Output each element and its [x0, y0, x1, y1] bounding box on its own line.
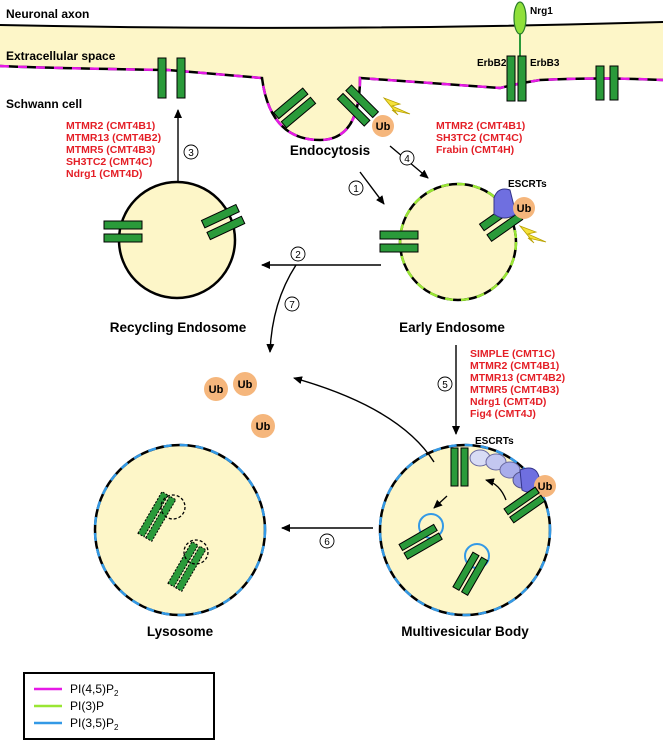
svg-text:MTMR5 (CMT4B3): MTMR5 (CMT4B3)	[66, 144, 155, 156]
degraded-receptor-1	[137, 491, 177, 542]
receptor-dimer-top-left	[157, 57, 186, 99]
svg-text:Ndrg1 (CMT4D): Ndrg1 (CMT4D)	[470, 396, 546, 408]
svg-text:Ndrg1 (CMT4D): Ndrg1 (CMT4D)	[66, 168, 142, 180]
arrow-invagination	[433, 495, 448, 509]
erbb3-label: ErbB3	[530, 58, 560, 69]
multivesicular-body-label: Multivesicular Body	[401, 624, 529, 639]
step-2-label: 2	[295, 250, 301, 261]
ilv-receptor-2	[452, 551, 489, 597]
step-3-marker	[183, 144, 199, 160]
free-ubiquitin-2	[233, 372, 257, 396]
legend-label-pi45p2: PI(4,5)P2	[70, 682, 119, 698]
lightning-icon	[382, 97, 411, 116]
free-ubiquitin-1	[204, 377, 228, 401]
ubiquitin-top	[372, 115, 394, 137]
gene-list-recycling: MTMR2 (CMT4B1) MTMR13 (CMT4B2) MTMR5 (CM…	[66, 120, 161, 180]
nrg1-ligand	[513, 1, 527, 35]
step-5-label: 5	[442, 380, 448, 391]
receptor-dimer-invagination-left	[272, 87, 317, 129]
svg-text:MTMR2 (CMT4B1): MTMR2 (CMT4B1)	[470, 360, 559, 372]
escrts-mvb-label: ESCRTs	[475, 436, 514, 447]
pi3p-endosome-stripe	[398, 182, 518, 302]
legend-label-pi3p: PI(3)P	[70, 699, 104, 713]
svg-text:MTMR13 (CMT4B2): MTMR13 (CMT4B2)	[470, 372, 565, 384]
lysosome-label: Lysosome	[147, 624, 214, 639]
arrow-escrt-invagination	[485, 478, 507, 501]
nrg1-label: Nrg1	[530, 6, 553, 17]
free-ubiquitin-2-label: Ub	[238, 379, 253, 391]
recycling-endosome-label: Recycling Endosome	[110, 320, 247, 335]
schwann-cell-label: Schwann cell	[6, 97, 82, 111]
receptor-dimer-invagination-right	[336, 84, 380, 127]
receptor-dimer-mvb-top	[450, 447, 469, 487]
legend: PI(4,5)P2 PI(3)P PI(3,5)P2	[23, 672, 215, 740]
ubiquitin-mvb-label: Ub	[538, 481, 553, 493]
pi45p2-membrane-stripe	[0, 64, 663, 142]
erbb3-receptor	[517, 55, 527, 102]
gene-list-mvb: SIMPLE (CMT1C) MTMR2 (CMT4B1) MTMR13 (CM…	[470, 348, 565, 420]
svg-text:MTMR2 (CMT4B1): MTMR2 (CMT4B1)	[66, 120, 155, 132]
degraded-vesicle-2	[183, 539, 209, 565]
extracellular-space-label: Extracellular space	[6, 49, 116, 63]
step-1-label: 1	[353, 184, 359, 195]
degraded-vesicle-1	[160, 494, 186, 520]
step-7-label: 7	[289, 300, 295, 311]
ubiquitin-early-label: Ub	[517, 203, 532, 215]
svg-text:SH3TC2 (CMT4C): SH3TC2 (CMT4C)	[66, 156, 152, 168]
step-1-marker	[348, 180, 364, 196]
erbb2-label: ErbB2	[477, 58, 507, 69]
receptor-dimer-mvb-right	[503, 486, 546, 524]
svg-text:Fig4 (CMT4J): Fig4 (CMT4J)	[470, 408, 536, 420]
arrow-step-1	[359, 171, 385, 205]
ubiquitin-top-label: Ub	[376, 121, 391, 133]
receptor-dimer-top-right	[595, 65, 619, 101]
escrt-complex-early	[493, 188, 517, 219]
neuronal-axon-label: Neuronal axon	[6, 7, 89, 21]
ubiquitin-mvb	[534, 475, 556, 497]
pi35p2-mvb-stripe	[378, 443, 552, 617]
arrow-ub-release	[293, 376, 435, 463]
arrow-step-7	[266, 264, 297, 353]
step-5-marker	[437, 376, 453, 392]
step-4-label: 4	[404, 154, 410, 165]
svg-text:Frabin (CMT4H): Frabin (CMT4H)	[436, 144, 514, 156]
svg-text:MTMR2 (CMT4B1): MTMR2 (CMT4B1)	[436, 120, 525, 132]
free-ubiquitin-3-label: Ub	[256, 421, 271, 433]
legend-label-pi35p2: PI(3,5)P2	[70, 716, 119, 732]
step-6-label: 6	[324, 537, 330, 548]
receptor-dimer-recycling-right	[200, 203, 246, 241]
degraded-receptor-2	[167, 541, 207, 592]
step-3-label: 3	[188, 148, 194, 159]
ubiquitin-early	[513, 197, 535, 219]
svg-text:MTMR5 (CMT4B3): MTMR5 (CMT4B3)	[470, 384, 559, 396]
pi35p2-lysosome-stripe	[93, 443, 267, 617]
step-2-marker	[290, 246, 306, 262]
svg-text:SIMPLE (CMT1C): SIMPLE (CMT1C)	[470, 348, 555, 360]
svg-text:SH3TC2 (CMT4C): SH3TC2 (CMT4C)	[436, 132, 522, 144]
endocytosis-label: Endocytosis	[290, 143, 370, 158]
receptor-dimer-recycling-left	[103, 220, 143, 243]
step-6-marker	[319, 533, 335, 549]
escrts-top-label: ESCRTs	[508, 179, 547, 190]
step-7-marker	[284, 296, 300, 312]
early-endosome-label: Early Endosome	[399, 320, 505, 335]
svg-text:MTMR13 (CMT4B2): MTMR13 (CMT4B2)	[66, 132, 161, 144]
step-4-marker	[399, 150, 415, 166]
lightning-icon-early	[518, 225, 547, 244]
extracellular-space-region	[0, 22, 663, 140]
erbb2-receptor	[506, 55, 516, 102]
receptor-dimer-early-left	[379, 230, 419, 253]
free-ubiquitin-3	[251, 414, 275, 438]
free-ubiquitin-1-label: Ub	[209, 384, 224, 396]
axon-membrane	[0, 21, 663, 29]
ilv-receptor-1	[398, 523, 443, 560]
gene-list-endocytosis: MTMR2 (CMT4B1) SH3TC2 (CMT4C) Frabin (CM…	[436, 120, 525, 156]
